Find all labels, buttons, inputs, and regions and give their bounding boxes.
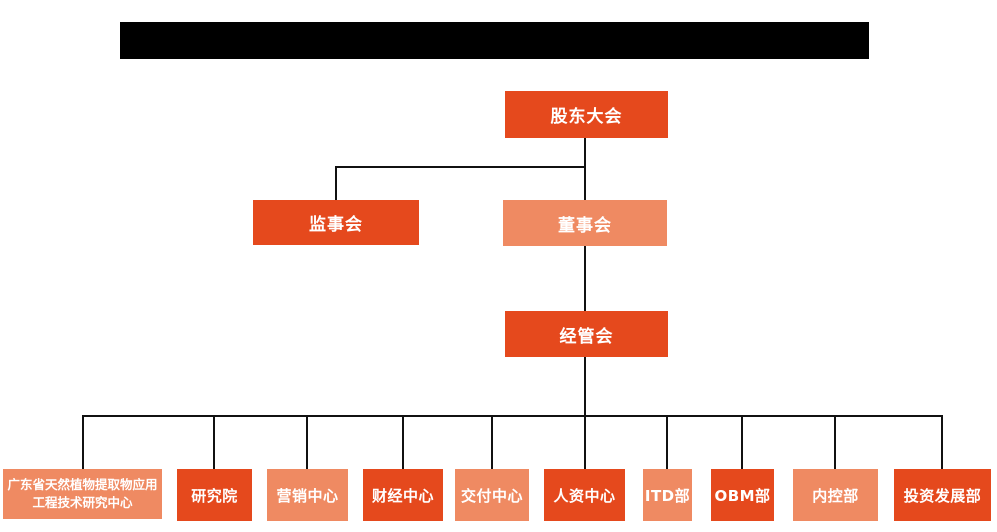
- org-node-obm-department: OBM部: [711, 469, 774, 521]
- connector-dept-drop: [306, 415, 308, 469]
- connector-root-stem: [584, 138, 586, 201]
- connector-departments-horizontal: [82, 415, 943, 417]
- org-node-shareholders-meeting: 股东大会: [505, 91, 668, 138]
- org-node-research-center: 广东省天然植物提取物应用工程技术研究中心: [3, 469, 162, 519]
- org-node-hr-center: 人资中心: [544, 469, 625, 521]
- connector-level2-horizontal: [335, 166, 586, 168]
- connector-dept-drop: [213, 415, 215, 469]
- org-node-management-committee: 经管会: [505, 311, 668, 357]
- connector-supervisory-drop: [335, 166, 337, 201]
- connector-dept-drop: [941, 415, 943, 469]
- connector-dept-drop: [491, 415, 493, 469]
- connector-dept-drop: [666, 415, 668, 469]
- org-node-research-institute: 研究院: [177, 469, 252, 521]
- connector-dept-drop: [834, 415, 836, 469]
- connector-dept-drop: [402, 415, 404, 469]
- org-node-finance-center: 财经中心: [363, 469, 443, 521]
- org-node-board-of-directors: 董事会: [503, 200, 667, 246]
- redacted-title-bar: [120, 22, 869, 59]
- org-node-delivery-center: 交付中心: [455, 469, 529, 521]
- org-node-internal-control-department: 内控部: [793, 469, 878, 521]
- org-node-marketing-center: 营销中心: [267, 469, 348, 521]
- connector-dept-drop: [584, 415, 586, 469]
- connector-directors-to-management: [584, 246, 586, 312]
- org-node-itd-department: ITD部: [643, 469, 692, 521]
- org-node-supervisory-board: 监事会: [253, 200, 419, 245]
- connector-dept-drop: [82, 415, 84, 469]
- connector-dept-drop: [741, 415, 743, 469]
- org-node-investment-development-department: 投资发展部: [894, 469, 991, 521]
- connector-management-stem: [584, 357, 586, 417]
